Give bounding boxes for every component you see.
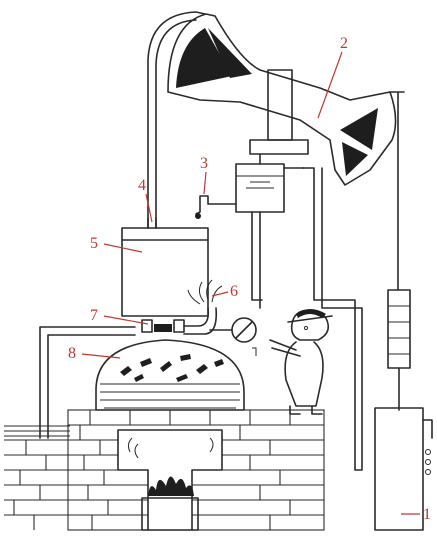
label-2: 2	[340, 35, 348, 52]
valve	[142, 320, 184, 332]
gas-flame	[188, 280, 222, 304]
sucker-rod-cable	[390, 92, 404, 290]
label-5: 5	[90, 235, 98, 252]
label-1: 1	[423, 506, 431, 523]
label-3: 3	[200, 155, 208, 172]
label-8: 8	[68, 345, 76, 362]
upper-tank	[236, 154, 304, 212]
label-7: 7	[90, 307, 98, 324]
left-pipe	[40, 327, 135, 438]
label-6: 6	[230, 283, 238, 300]
label-4: 4	[138, 177, 146, 194]
brick-furnace	[4, 410, 324, 530]
faucet	[195, 196, 236, 219]
tank-drain-pipe	[252, 212, 262, 308]
heated-dome-vessel	[96, 340, 244, 410]
separation-tank	[122, 228, 208, 316]
ground-water-lines	[4, 426, 70, 436]
rod-counterweights	[388, 290, 410, 410]
worker-figure	[270, 309, 332, 414]
furnace-fire	[128, 438, 213, 496]
